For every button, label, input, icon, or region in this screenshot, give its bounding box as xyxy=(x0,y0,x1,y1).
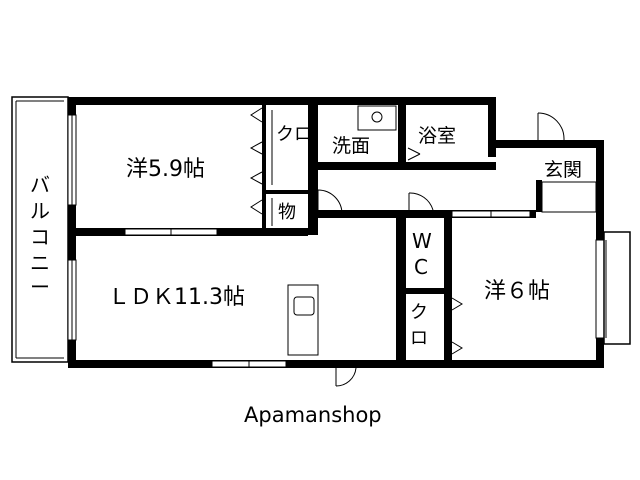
doors xyxy=(317,112,565,387)
room-label-bathroom: 浴室 xyxy=(418,125,456,147)
room-label-closet-1: クロ xyxy=(276,124,312,145)
room-label-western-1: 洋5.9帖 xyxy=(126,157,205,182)
brand-logo: Apamanshop xyxy=(244,403,382,427)
room-label-wc-w: W xyxy=(412,229,432,253)
fixtures xyxy=(287,105,597,356)
balcony-label-3: コ xyxy=(30,225,50,249)
room-label-ldk: ＬＤＫ11.3帖 xyxy=(108,285,245,310)
kitchen-sink-icon xyxy=(287,284,319,356)
room-label-washroom: 洗面 xyxy=(332,135,370,157)
balcony-label-4: ニ xyxy=(30,251,50,275)
balcony-label-2: ル xyxy=(30,199,50,223)
balcony-label-5: ー xyxy=(30,275,50,299)
windows xyxy=(67,114,631,368)
closet-doors xyxy=(249,107,463,355)
room-labels: 洋5.9帖 ＬＤＫ11.3帖 洋６帖 クロ 物 洗面 浴室 玄関 W C ク ロ… xyxy=(30,124,582,349)
room-label-western-2: 洋６帖 xyxy=(484,279,550,304)
balcony-label-1: バ xyxy=(30,173,50,197)
room-label-closet-2-ro: ロ xyxy=(410,328,428,349)
room-label-closet-2-ku: ク xyxy=(410,302,428,323)
room-label-wc-c: C xyxy=(414,255,428,279)
balcony xyxy=(11,96,69,363)
room-label-storage: 物 xyxy=(278,202,296,223)
room-label-entrance: 玄関 xyxy=(544,159,582,181)
entrance-step xyxy=(541,181,597,213)
